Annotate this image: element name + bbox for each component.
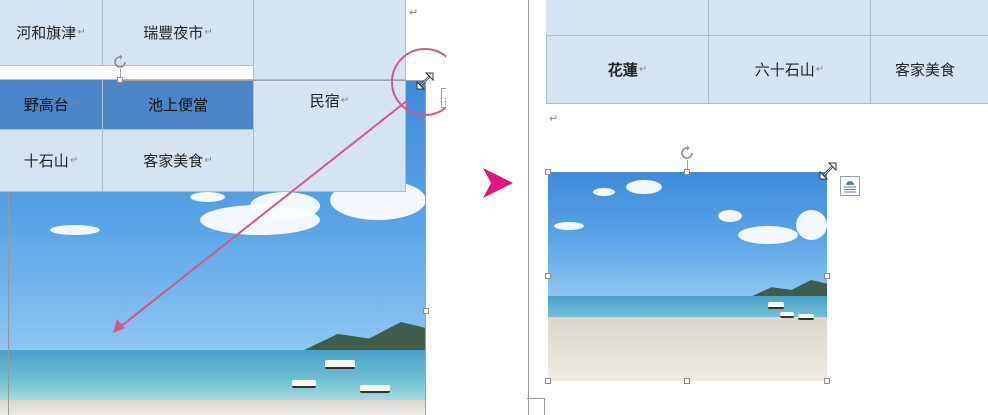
rotate-handle-icon[interactable] xyxy=(112,54,128,70)
cell-text: 野高台 xyxy=(23,96,69,114)
rotate-handle-icon[interactable] xyxy=(679,145,695,161)
table-gap xyxy=(0,66,254,80)
table-cell[interactable]: 瑞豐夜市↵ xyxy=(103,0,254,66)
cell-mark: ↵ xyxy=(638,64,648,75)
table-cell[interactable]: 河和旗津↵ xyxy=(0,0,103,66)
paragraph-mark: ↵ xyxy=(549,112,559,125)
after-screenshot: 花蓮↵ 六十石山↵ 客家美食 ↵ xyxy=(520,0,988,415)
table-cell[interactable] xyxy=(871,0,988,36)
table-cell-selected[interactable]: 池上便當 xyxy=(103,80,254,130)
cell-text: 客家美食 xyxy=(895,61,956,79)
layout-options-icon[interactable] xyxy=(441,88,446,108)
rotate-handle-stem xyxy=(120,69,121,79)
cell-text: 十石山 xyxy=(23,152,69,170)
cell-mark: ↵ xyxy=(204,27,213,38)
resize-handle[interactable] xyxy=(824,273,830,279)
cell-text: 池上便當 xyxy=(147,96,208,114)
table-cell[interactable] xyxy=(546,0,709,36)
selection-frame xyxy=(119,80,426,415)
resize-handle[interactable] xyxy=(545,273,551,279)
page-margin-line xyxy=(8,0,9,415)
cell-mark: ↵ xyxy=(69,99,79,110)
table-cell[interactable]: 民宿↵ xyxy=(254,80,406,192)
resize-handle[interactable] xyxy=(117,77,123,83)
rotate-handle-stem xyxy=(687,160,688,170)
next-step-arrow-icon xyxy=(483,168,513,198)
resize-diagonal-icon[interactable] xyxy=(415,71,435,91)
resize-handle[interactable] xyxy=(423,308,429,314)
resize-handle[interactable] xyxy=(545,378,551,384)
beach-photo-resized[interactable] xyxy=(548,172,827,381)
cell-text: 六十石山 xyxy=(754,61,815,79)
table-cell[interactable]: 六十石山↵ xyxy=(709,36,871,104)
cell-mark: ↵ xyxy=(69,155,79,166)
cell-mark: ↵ xyxy=(204,155,213,166)
cell-text: 花蓮 xyxy=(607,61,638,79)
resize-handle[interactable] xyxy=(684,378,690,384)
cell-mark: ↵ xyxy=(77,27,86,38)
cell-mark: ↵ xyxy=(340,95,350,106)
layout-options-icon[interactable] xyxy=(840,176,860,196)
resize-handle[interactable] xyxy=(545,169,551,175)
table-cell-selected[interactable]: 野高台↵ xyxy=(0,80,103,130)
cell-text: 瑞豐夜市 xyxy=(143,24,204,42)
table-cell[interactable] xyxy=(254,0,406,80)
page-margin-line xyxy=(528,0,529,415)
cell-text: 河和旗津 xyxy=(16,24,77,42)
table-cell[interactable]: 花蓮↵ xyxy=(546,36,709,104)
cell-mark: ↵ xyxy=(815,64,825,75)
before-screenshot: 河和旗津↵ 瑞豐夜市↵ 野高台↵ 池上便當 民宿↵ 十石山↵ 客家美食↵ ↵ xyxy=(0,0,446,415)
table-cell[interactable]: 客家美食↵ xyxy=(103,130,254,192)
table-cell[interactable]: 十石山↵ xyxy=(0,130,103,192)
table-cell[interactable] xyxy=(709,0,871,36)
resize-handle[interactable] xyxy=(824,378,830,384)
table-cell[interactable]: 客家美食 xyxy=(871,36,988,104)
drag-annotation xyxy=(113,48,446,333)
cell-text: 客家美食 xyxy=(143,152,204,170)
cell-text: 民宿 xyxy=(309,92,340,110)
paragraph-mark: ↵ xyxy=(409,6,419,19)
page-corner-box xyxy=(527,398,545,415)
resize-diagonal-icon[interactable] xyxy=(818,161,838,181)
